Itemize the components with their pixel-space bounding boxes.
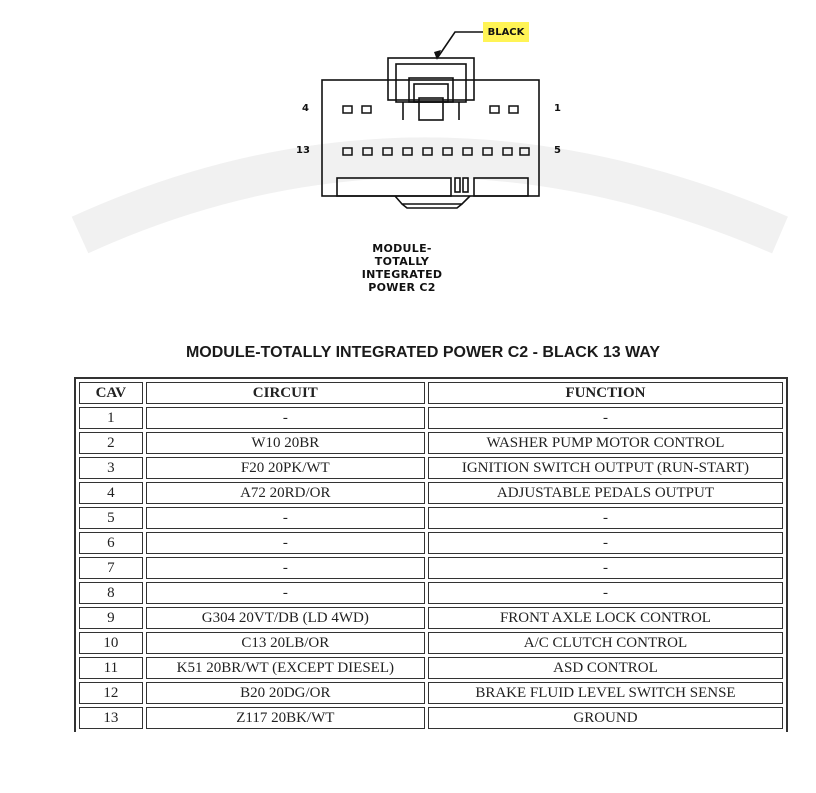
pin-label-4: 4 — [302, 103, 309, 114]
cell-cav: 13 — [79, 707, 143, 729]
connector-caption: MODULE- TOTALLY INTEGRATED POWER C2 — [0, 242, 810, 294]
cell-cav: 4 — [79, 482, 143, 504]
cell-cav: 8 — [79, 582, 143, 604]
table-row: 8-- — [79, 582, 783, 604]
cell-function: - — [427, 557, 783, 579]
cell-circuit: - — [145, 557, 425, 579]
cell-circuit: Z117 20BK/WT — [145, 707, 425, 729]
cell-circuit: F20 20PK/WT — [145, 457, 425, 479]
caption-line: POWER C2 — [368, 281, 436, 294]
pin-label-13: 13 — [296, 145, 310, 156]
cell-function: WASHER PUMP MOTOR CONTROL — [427, 432, 783, 454]
top-pin-row — [342, 105, 519, 114]
cell-circuit: C13 20LB/OR — [145, 632, 425, 654]
cell-cav: 10 — [79, 632, 143, 654]
connector-drawing — [71, 31, 788, 254]
connector-diagram: BLACK 4 1 13 5 MODULE- TOTALLY INTEGRATE… — [0, 0, 816, 340]
leader-arrow — [434, 50, 441, 60]
table-row: 7-- — [79, 557, 783, 579]
caption-line: TOTALLY — [374, 255, 430, 268]
cell-function: - — [427, 407, 783, 429]
pin-label-1: 1 — [554, 103, 561, 114]
table-row: 6-- — [79, 532, 783, 554]
background-swoosh — [71, 137, 788, 254]
cell-function: GROUND — [427, 707, 783, 729]
cell-function: FRONT AXLE LOCK CONTROL — [427, 607, 783, 629]
cell-function: ADJUSTABLE PEDALS OUTPUT — [427, 482, 783, 504]
cell-cav: 11 — [79, 657, 143, 679]
bottom-pin-row — [342, 147, 530, 156]
cell-circuit: W10 20BR — [145, 432, 425, 454]
table-row: 5-- — [79, 507, 783, 529]
cell-cav: 12 — [79, 682, 143, 704]
cell-cav: 5 — [79, 507, 143, 529]
cell-cav: 6 — [79, 532, 143, 554]
cell-function: BRAKE FLUID LEVEL SWITCH SENSE — [427, 682, 783, 704]
cell-function: ASD CONTROL — [427, 657, 783, 679]
cell-circuit: A72 20RD/OR — [145, 482, 425, 504]
header-circuit: CIRCUIT — [145, 382, 425, 404]
cell-circuit: - — [145, 507, 425, 529]
table-row: 1-- — [79, 407, 783, 429]
cell-cav: 2 — [79, 432, 143, 454]
table-title: MODULE-TOTALLY INTEGRATED POWER C2 - BLA… — [185, 344, 661, 361]
cell-cav: 3 — [79, 457, 143, 479]
cell-circuit: - — [145, 582, 425, 604]
cell-function: - — [427, 507, 783, 529]
header-cav: CAV — [79, 382, 143, 404]
header-function: FUNCTION — [427, 382, 783, 404]
cell-function: A/C CLUTCH CONTROL — [427, 632, 783, 654]
pin-label-5: 5 — [554, 145, 561, 156]
cell-cav: 1 — [79, 407, 143, 429]
cell-cav: 9 — [79, 607, 143, 629]
table-header-row: CAV CIRCUIT FUNCTION — [79, 382, 783, 404]
cell-function: - — [427, 582, 783, 604]
color-tag: BLACK — [483, 22, 529, 42]
cell-function: - — [427, 532, 783, 554]
cell-function: IGNITION SWITCH OUTPUT (RUN-START) — [427, 457, 783, 479]
cell-circuit: B20 20DG/OR — [145, 682, 425, 704]
cell-circuit: - — [145, 532, 425, 554]
cell-cav: 7 — [79, 557, 143, 579]
connector-body — [321, 57, 540, 209]
cell-circuit: - — [145, 407, 425, 429]
caption-line: MODULE- — [372, 242, 432, 255]
cell-circuit: G304 20VT/DB (LD 4WD) — [145, 607, 425, 629]
caption-line: INTEGRATED — [361, 268, 443, 281]
cell-circuit: K51 20BR/WT (EXCEPT DIESEL) — [145, 657, 425, 679]
leader-line — [437, 31, 483, 58]
